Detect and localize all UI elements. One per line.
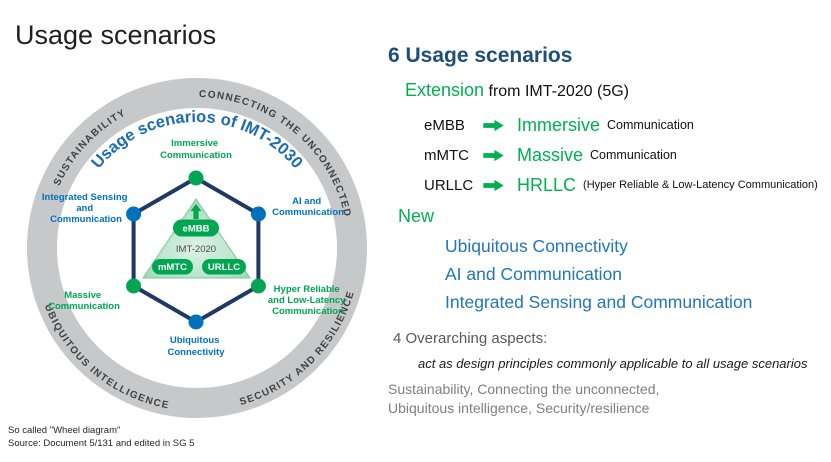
urllc-label: URLLC [208,262,240,273]
arrow-right-icon [483,119,504,131]
node-label-line: Communication [160,150,232,161]
overarching-ring [27,78,367,418]
node-dot-integrated-sensing [126,206,142,222]
extension-label: Extension [405,80,485,100]
extension-line: Extension from IMT-2020 (5G) [405,80,629,101]
mapping-suffix: Communication [590,148,677,162]
node-dot-ai [250,206,266,222]
arrow-right-icon [483,149,504,161]
node-dot-hyper-reliable [250,278,266,294]
node-label-line: Hyper Reliable [274,284,340,295]
imt2020-triangle [142,198,251,279]
node-label-ai: AI and Communication [272,196,344,218]
footnote-line: So called "Wheel diagram" [8,425,121,436]
node-label-line: Communication [272,207,344,218]
new-scenario-item: Ubiquitous Connectivity [445,236,628,256]
node-dot-massive [126,278,142,294]
embb-label: eMBB [183,224,210,235]
node-label-line: and [76,203,93,214]
aspects-line: Ubiquitous intelligence, Security/resili… [388,400,650,416]
node-label-line: Integrated Sensing [42,192,128,203]
node-label-line: Communication [272,306,344,317]
aspects-line: Sustainability, Connecting the unconnect… [388,381,660,397]
mapping-row-embb: eMBB Immersive Communication [424,110,826,140]
node-dot-ubiquitous [188,314,204,330]
node-label-line: and Low-Latency [268,295,346,306]
mapping-row-urllc: URLLC HRLLC (Hyper Reliable & Low-Latenc… [424,170,826,200]
node-label-immersive: Immersive Communication [160,138,232,161]
new-scenarios-list: Ubiquitous Connectivity AI and Communica… [445,232,752,316]
summary-panel: 6 Usage scenarios Extension from IMT-202… [388,44,830,452]
mapping-to: HRLLC [517,174,577,195]
node-label-integrated-sensing: Integrated Sensing and Communication [42,192,130,225]
mapping-to: Immersive [517,114,601,135]
node-label-ubiquitous: Ubiquitous Connectivity [167,335,225,358]
mapping-to: Massive [517,144,584,165]
node-label-line: AI and [292,196,321,207]
overarching-heading: 4 Overarching aspects: [393,330,548,347]
mapping-from: URLLC [424,176,474,194]
node-label-hyper-reliable: Hyper Reliable and Low-Latency Communica… [268,284,348,317]
mapping-from: eMBB [424,116,465,134]
mapping-suffix: Communication [607,118,694,132]
mapping-suffix: (Hyper Reliable & Low-Latency Communicat… [583,179,818,191]
mapping-rows: eMBB Immersive Communication mMTC Massiv… [424,110,826,200]
arrow-right-icon [483,179,504,191]
new-scenario-item: Integrated Sensing and Communication [445,292,753,312]
node-label-line: Communication [48,301,120,312]
node-dot-immersive [188,170,204,186]
overarching-note: act as design principles commonly applic… [418,356,808,371]
panel-heading: 6 Usage scenarios [388,44,573,67]
footnote-line: Source: Document 5/131 and edited in SG … [8,437,195,449]
node-label-line: Communication [50,214,122,225]
mmtc-pill [152,259,193,275]
overarching-aspects: Sustainability, Connecting the unconnect… [388,380,659,418]
wheel-diagram: SUSTAINABILITY CONNECTING THE UNCONNECTE… [27,78,367,418]
imt2020-label: IMT-2020 [176,244,216,255]
node-label-line: Massive [64,290,101,301]
urllc-pill [202,259,246,275]
mmtc-label: mMTC [158,262,187,273]
footnote: So called "Wheel diagram" Source: Docume… [8,425,194,450]
mapping-from: mMTC [424,146,469,164]
new-label: New [398,206,435,226]
mapping-row-mmtc: mMTC Massive Communication [424,140,826,170]
node-label-line: Connectivity [167,347,225,358]
node-label-massive: Massive Communication [48,290,120,312]
page-title: Usage scenarios [15,20,217,51]
new-scenario-item: AI and Communication [445,264,623,284]
node-label-line: Ubiquitous [170,335,220,346]
node-label-line: Immersive [171,138,218,149]
extension-rest: from IMT-2020 (5G) [484,83,629,100]
embb-pill [173,219,219,237]
up-arrow-icon [190,204,202,219]
